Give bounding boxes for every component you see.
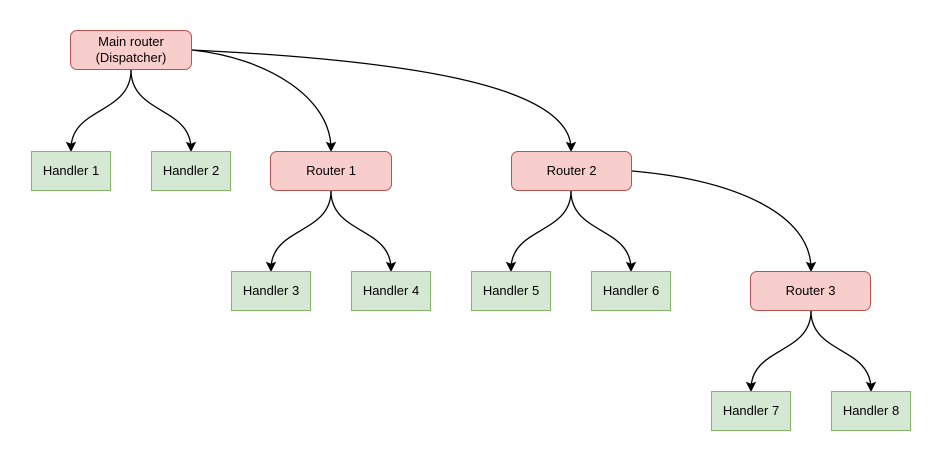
edge-router3-to-handler8 — [810, 310, 877, 393]
node-main-router-label: Main router (Dispatcher) — [95, 33, 167, 65]
edge-main-to-router2 — [191, 49, 577, 153]
node-handler-3-label: Handler 3 — [242, 282, 300, 298]
node-router-2: Router 2 — [511, 151, 632, 191]
node-handler-5-label: Handler 5 — [482, 282, 540, 298]
node-main-router: Main router (Dispatcher) — [70, 30, 192, 70]
node-handler-8: Handler 8 — [831, 391, 911, 431]
node-handler-7-label: Handler 7 — [722, 402, 780, 418]
node-handler-7: Handler 7 — [711, 391, 791, 431]
edge-router2-to-handler6 — [570, 190, 637, 273]
edge-router2-to-handler5 — [505, 190, 572, 273]
node-router-3-label: Router 3 — [785, 282, 836, 298]
node-handler-6-label: Handler 6 — [602, 282, 660, 298]
node-handler-2-label: Handler 2 — [162, 162, 220, 178]
edge-main-to-handler2 — [130, 69, 197, 153]
node-handler-5: Handler 5 — [471, 271, 551, 311]
node-handler-1-label: Handler 1 — [42, 162, 100, 178]
edge-router1-to-handler3 — [265, 190, 332, 273]
node-handler-4-label: Handler 4 — [362, 282, 420, 298]
node-router-1: Router 1 — [270, 151, 392, 191]
edge-router2-to-router3 — [631, 170, 817, 273]
node-handler-2: Handler 2 — [151, 151, 231, 191]
node-handler-4: Handler 4 — [351, 271, 431, 311]
edge-router3-to-handler7 — [745, 310, 812, 393]
node-handler-3: Handler 3 — [231, 271, 311, 311]
edge-router1-to-handler4 — [330, 190, 397, 273]
node-router-1-label: Router 1 — [306, 162, 356, 178]
node-handler-8-label: Handler 8 — [842, 402, 900, 418]
node-handler-6: Handler 6 — [591, 271, 671, 311]
edge-main-to-handler1 — [65, 69, 132, 153]
node-router-2-label: Router 2 — [546, 162, 597, 178]
edge-main-to-router1 — [191, 49, 337, 153]
node-handler-1: Handler 1 — [31, 151, 111, 191]
node-router-3: Router 3 — [750, 271, 871, 311]
